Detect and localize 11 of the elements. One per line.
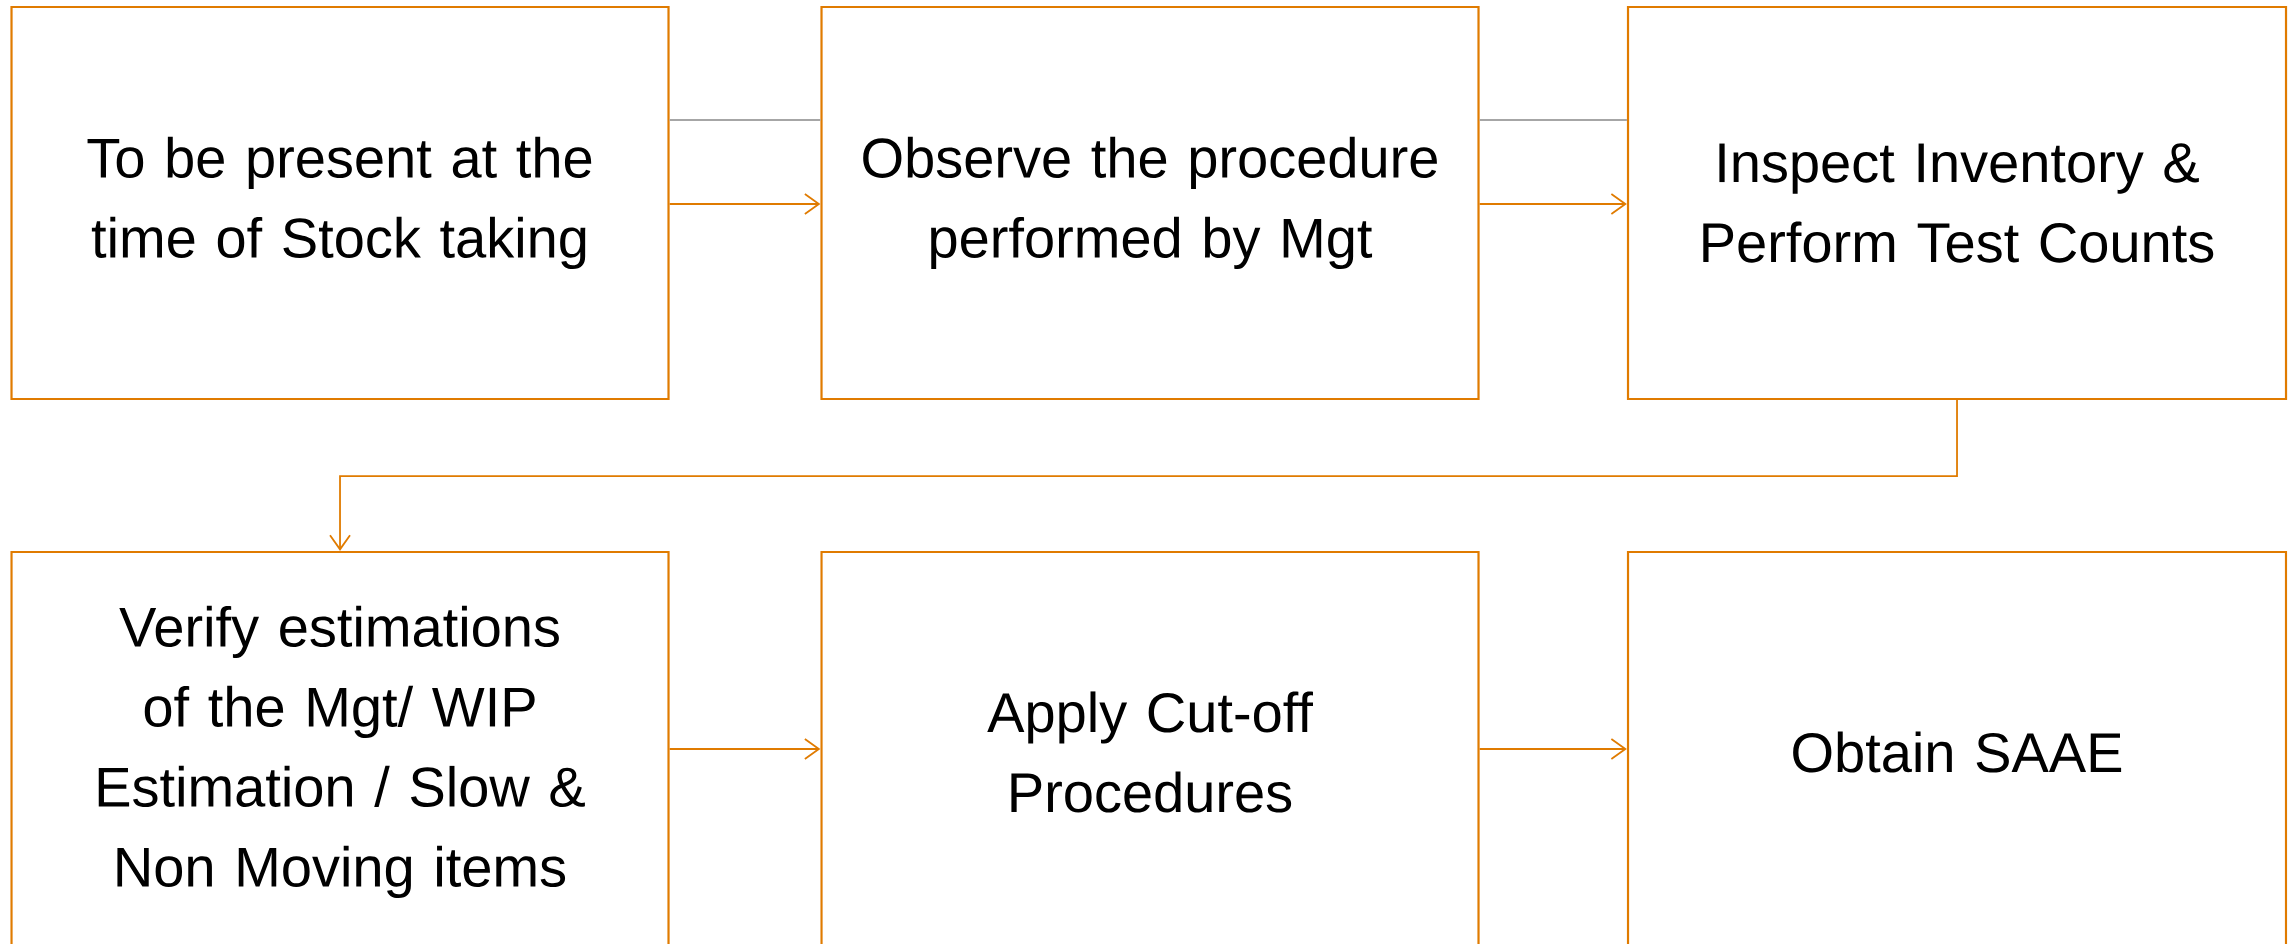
- arrow: [329, 399, 1958, 551]
- process-box: Inspect Inventory & Perform Test Counts: [1626, 5, 2288, 401]
- process-box: Obtain SAAE: [1626, 550, 2288, 944]
- process-box: To be present at the time of Stock taking: [10, 5, 670, 401]
- process-box: Observe the procedure performed by Mgt: [820, 5, 1480, 401]
- arrow: [1478, 738, 1627, 760]
- arrow: [668, 738, 821, 760]
- process-box: Apply Cut-off Procedures: [820, 550, 1480, 944]
- process-box: Verify estimations of the Mgt/ WIP Estimation / Slow & Non Moving items: [10, 550, 670, 944]
- arrow: [668, 193, 821, 215]
- arrow: [1478, 193, 1627, 215]
